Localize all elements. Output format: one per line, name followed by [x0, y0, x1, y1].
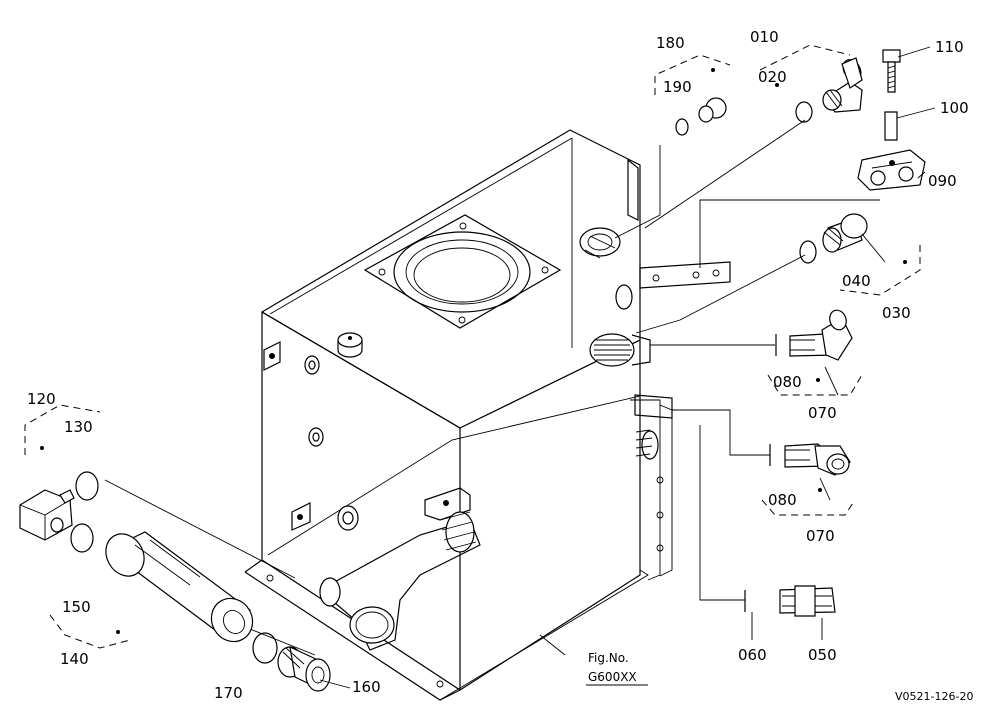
- label-080-upper: 080: [773, 373, 802, 391]
- label-080-lower: 080: [768, 491, 797, 509]
- label-070-upper: 070: [808, 404, 837, 422]
- elbow-070-upper: [789, 309, 853, 361]
- label-100: 100: [940, 99, 969, 117]
- nipple-050: [779, 585, 836, 617]
- o-ring-020: [795, 101, 813, 123]
- suction-pipe: [318, 511, 481, 651]
- label-020: 020: [758, 68, 787, 86]
- fig-number: G600XX: [588, 670, 637, 684]
- tee-block-120: [19, 489, 75, 541]
- fitting-160: [277, 645, 331, 692]
- label-180: 180: [656, 34, 685, 52]
- elbow-070-lower: [784, 443, 851, 476]
- leader-lines: [104, 119, 880, 656]
- label-070-lower: 070: [806, 527, 835, 545]
- side-ports: [579, 158, 731, 460]
- label-090: 090: [928, 172, 957, 190]
- label-050: 050: [808, 646, 837, 664]
- label-150: 150: [62, 598, 91, 616]
- clamp-090: [857, 149, 926, 191]
- label-130: 130: [64, 418, 93, 436]
- o-ring-150: [70, 523, 94, 553]
- hydraulic-tank: [244, 129, 673, 701]
- label-140: 140: [60, 650, 89, 668]
- front-bosses: [263, 341, 471, 531]
- group-brackets: [24, 44, 921, 649]
- o-ring-040: [799, 240, 817, 264]
- label-190: 190: [663, 78, 692, 96]
- bolt-110: [882, 49, 901, 93]
- collar-100: [884, 111, 898, 141]
- fig-label: Fig.No.: [588, 651, 629, 665]
- label-060: 060: [738, 646, 767, 664]
- valve-140: [105, 531, 254, 643]
- drawing-code: V0521-126-20: [895, 690, 973, 703]
- tank-top-face: [260, 129, 641, 429]
- plug-180: [698, 97, 727, 123]
- label-010: 010: [750, 28, 779, 46]
- top-boss: [337, 332, 363, 358]
- label-160: 160: [352, 678, 381, 696]
- label-110: 110: [935, 38, 964, 56]
- label-170: 170: [214, 684, 243, 702]
- elbow-010: [822, 57, 863, 113]
- label-leaders: [319, 46, 936, 689]
- o-ring-170: [252, 632, 278, 664]
- o-ring-190: [675, 118, 689, 136]
- adapter-030: [822, 213, 868, 253]
- label-120: 120: [27, 390, 56, 408]
- o-ring-130: [75, 471, 99, 501]
- inspection-port: [363, 214, 562, 329]
- label-030: 030: [882, 304, 911, 322]
- label-040: 040: [842, 272, 871, 290]
